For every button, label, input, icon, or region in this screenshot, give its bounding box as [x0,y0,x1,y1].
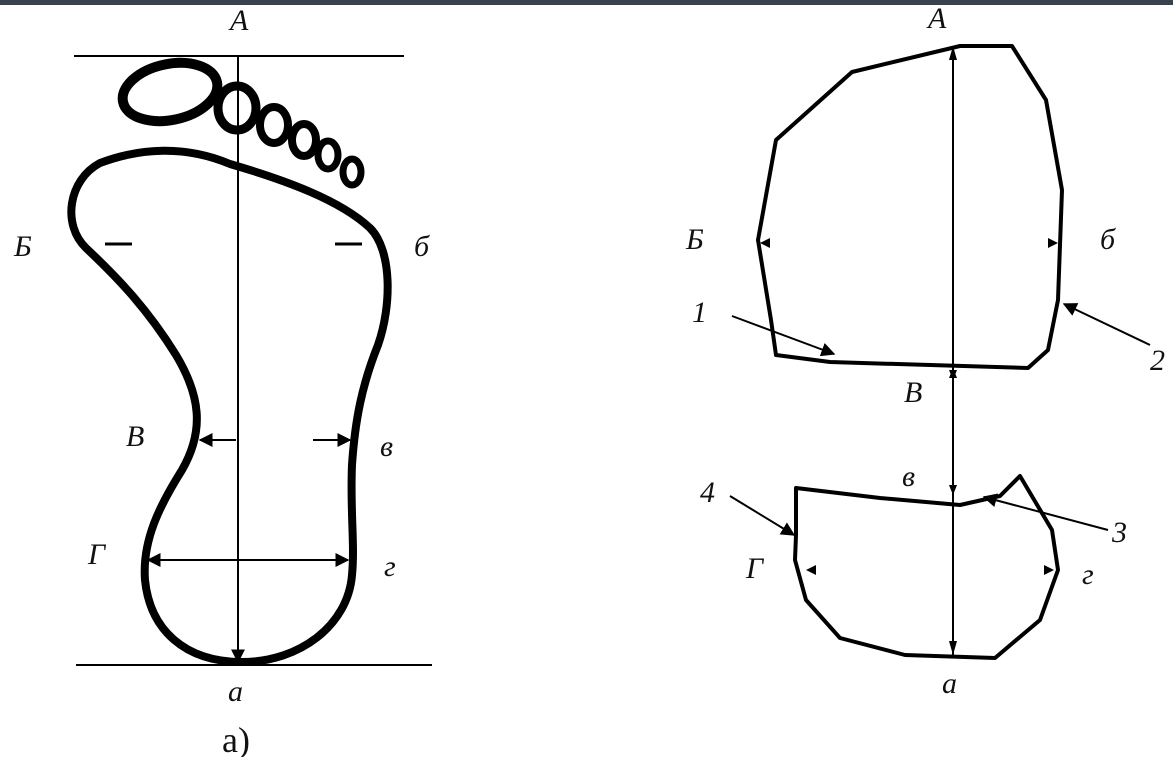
tick-b-left [760,238,770,248]
toe-4 [288,120,320,160]
label-b-left-lower: Г [745,552,765,585]
pointer-1 [731,315,836,357]
label-b-center-lower: в [902,460,915,493]
caption-a: а) [222,720,250,757]
figure-b: А Б б 1 2 В в 3 4 Г г а [685,2,1165,700]
tick-b-right [1048,238,1058,248]
tick-g-right [1044,565,1054,575]
label-b-marker-3: 3 [1111,516,1127,549]
label-b-bottom: а [942,667,957,700]
label-a-left-lower: Г [87,538,107,571]
sole-outline [67,146,392,666]
axis-arrow-heel-top [949,485,957,495]
label-b-left-upper: Б [685,223,704,256]
heel-piece [793,474,1060,660]
label-b-marker-4: 4 [700,476,715,509]
pointer-3 [982,493,1109,531]
label-b-right-upper: б [1100,223,1116,256]
figure-a: А Б б В в Г г а а) [13,4,432,757]
top-border [0,0,1173,5]
label-a-left-middle: В [126,420,144,453]
label-b-marker-1: 1 [692,296,707,329]
axis-arrow-bottom [949,641,957,655]
axis-arrow-v-lower [949,370,957,380]
toe-6 [339,155,365,189]
label-b-right-lower: г [1082,558,1094,591]
toe-3 [256,103,292,147]
label-b-top: А [926,2,947,35]
tick-g-left [806,565,816,575]
pointer-2 [1062,303,1151,346]
pointer-4 [729,495,796,536]
label-b-center: В [904,376,922,409]
label-a-right-upper: б [414,230,430,263]
label-a-bottom: а [228,675,243,708]
big-toe [117,57,223,127]
label-a-right-middle: в [380,430,393,463]
toe-5 [314,137,342,173]
label-a-right-lower: г [384,550,396,583]
label-a-top: А [228,4,249,37]
label-a-left-upper: Б [13,230,32,263]
label-b-marker-2: 2 [1150,344,1165,377]
axis-arrow-top [949,46,957,60]
forefoot-piece [756,44,1064,370]
